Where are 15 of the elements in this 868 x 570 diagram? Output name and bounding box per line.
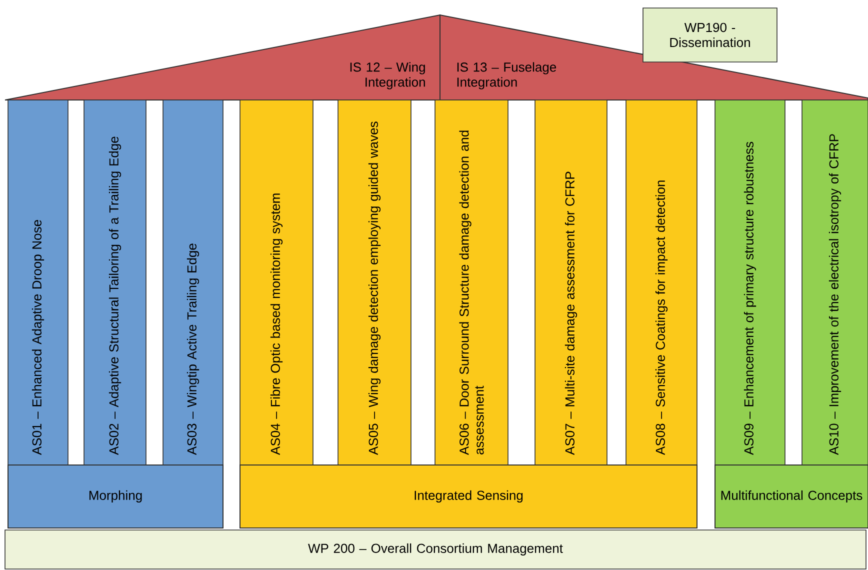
pillar: AS02 – Adaptive Structural Tailoring of a Trailing Edge [84,100,146,466]
pillar: AS07 – Multi-site damage assessment for CFRP [534,100,608,466]
pillar-base: Multifunctional Concepts [714,464,868,528]
label-box: WP 200 – Overall Consortium Management [4,530,866,570]
roof-triangle: IS 12 – Wing Integration [4,14,440,100]
pillar: AS04 – Fibre Optic based monitoring system [240,100,314,466]
pillar: AS01 – Enhanced Adaptive Droop Nose [8,100,68,466]
pillar: AS06 – Door Surround Structure damage detection and assessment [434,100,508,466]
pillar: AS05 – Wing damage detection employing guided waves [338,100,412,466]
pillar-base: Integrated Sensing [240,464,698,528]
pillar: AS08 – Sensitive Coatings for impact detection [626,100,698,466]
label-box: WP190 - Dissemination [642,8,778,62]
pillar-base: Morphing [8,464,224,528]
node-label: AS10 – Improvement of the electrical isotropy of CFRP [828,134,842,455]
pillar: AS03 – Wingtip Active Trailing Edge [162,100,224,466]
